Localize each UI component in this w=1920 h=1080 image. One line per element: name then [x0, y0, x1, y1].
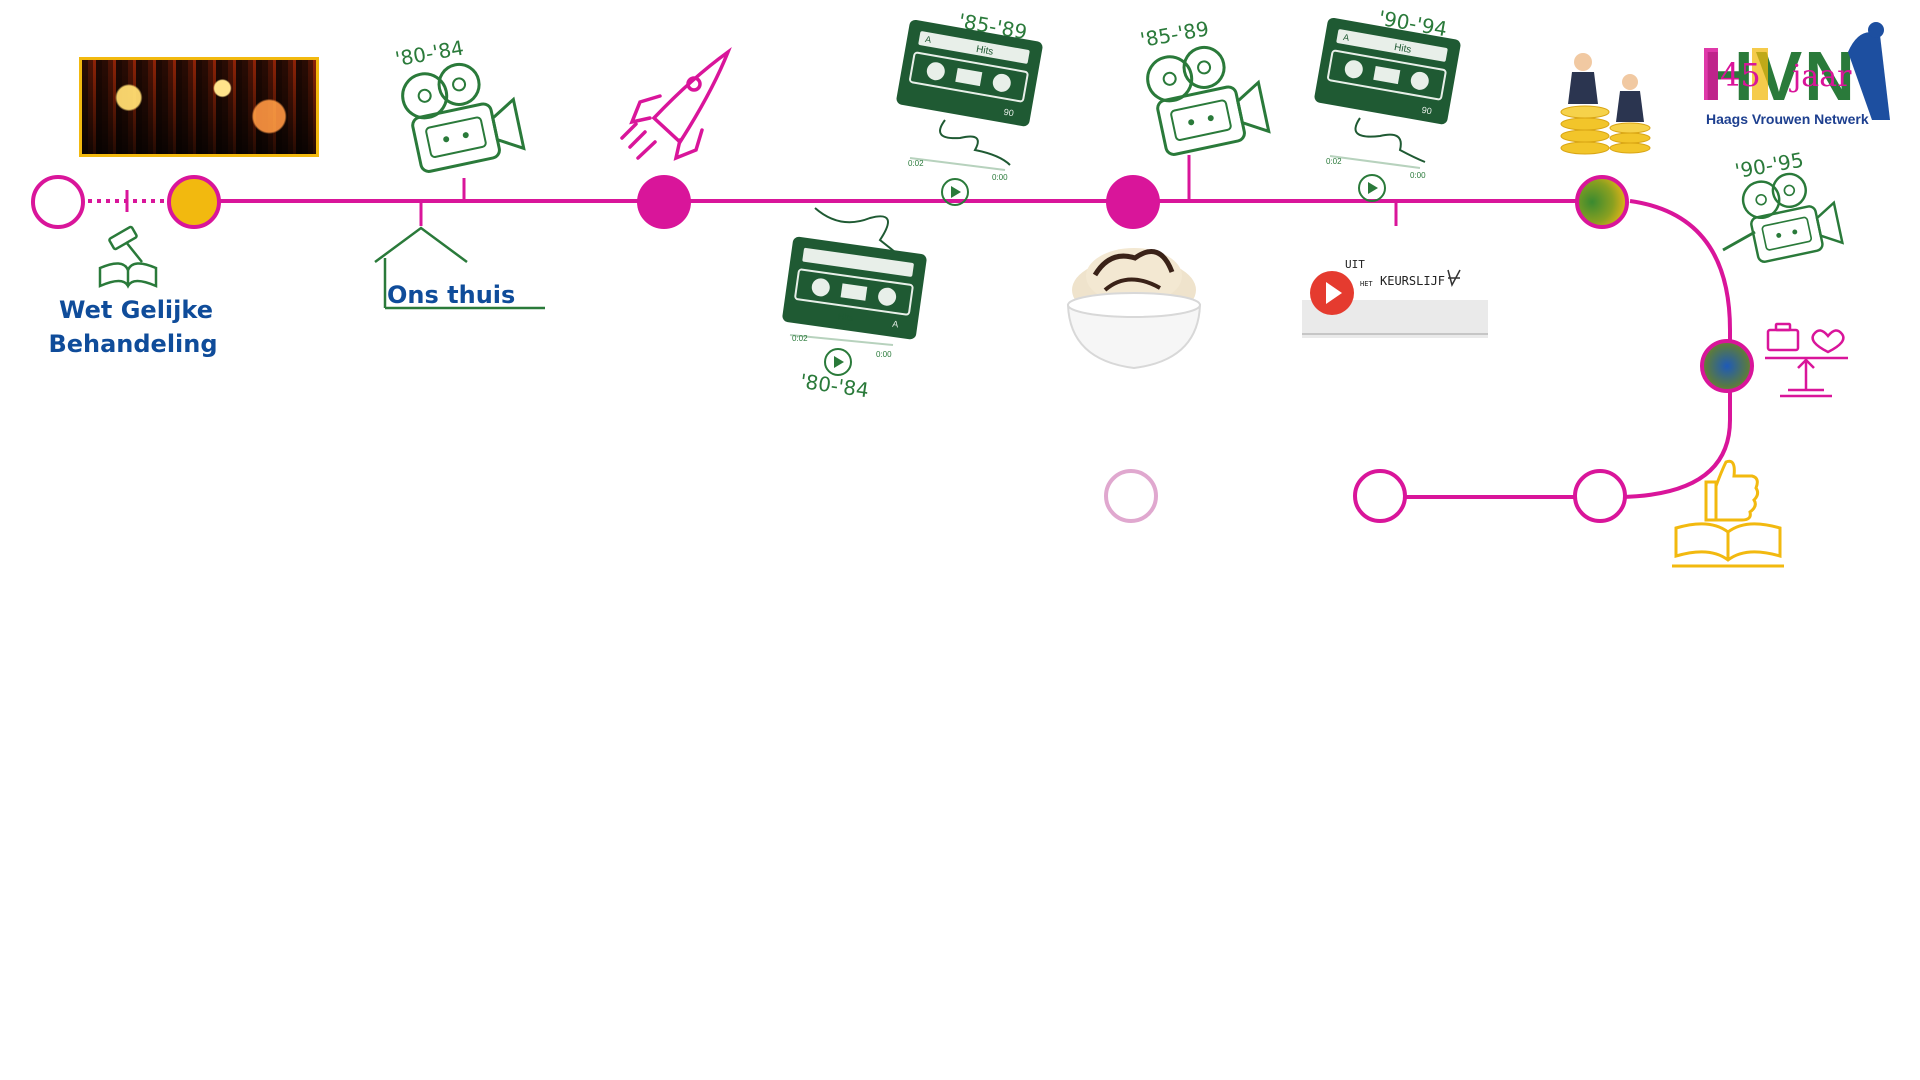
tape-ribbon-1: [939, 119, 1011, 166]
time-end-2: 0:00: [876, 350, 892, 359]
play-control-2-tri: [834, 356, 844, 368]
node-empty-1[interactable]: [1104, 469, 1158, 523]
film-camera-icon-3: [1738, 164, 1845, 265]
logo-jaar: jaar: [1789, 59, 1852, 94]
play-control-1-tri: [951, 186, 961, 198]
svg-text:90: 90: [1003, 107, 1015, 119]
coins-people-icon: [1560, 53, 1651, 155]
hvn-logo: HVN 45 jaar Haags Vrouwen Netwerk: [1703, 22, 1890, 127]
rocket-icon: [620, 47, 732, 161]
node-start-empty[interactable]: [31, 175, 85, 229]
play-control-2[interactable]: [824, 348, 852, 376]
time-start-3: 0:02: [1326, 157, 1342, 166]
video-het: HET: [1360, 280, 1373, 288]
progress-bar-3: [1329, 155, 1421, 169]
label-wet-line2: Behandeling: [48, 330, 217, 358]
play-control-1[interactable]: [941, 178, 969, 206]
node-gold[interactable]: [167, 175, 221, 229]
video-uit: UIT: [1345, 258, 1365, 271]
time-start-1: 0:02: [908, 159, 924, 168]
keurslijf-video[interactable]: UIT HET KEURSLIJF: [1302, 256, 1488, 338]
svg-text:90: 90: [1421, 105, 1433, 117]
node-empty-2[interactable]: [1353, 469, 1407, 523]
era-film3: '90-'95: [1733, 148, 1805, 184]
cassette-icon: A Hits 90: [894, 18, 1045, 129]
tape-ribbon-2: [814, 207, 896, 253]
time-end-1: 0:00: [992, 173, 1008, 182]
time-end-3: 0:00: [1410, 171, 1426, 180]
progress-bar-1: [909, 157, 1006, 171]
ice-cream-icon: [1066, 248, 1202, 370]
svg-text:Hits: Hits: [837, 311, 854, 323]
tape-ribbon-3: [1354, 117, 1426, 163]
tick-film3: [1722, 230, 1756, 252]
era-cassette-below: '80-'84: [799, 369, 871, 402]
svg-text:Hits: Hits: [975, 44, 994, 58]
event-photo[interactable]: [79, 57, 319, 157]
logo-subtitle: Haags Vrouwen Netwerk: [1706, 111, 1869, 127]
film-camera-icon: [396, 52, 526, 176]
cassette-icon-2: A Hits 90: [1312, 16, 1463, 127]
work-life-balance-icon: [1765, 322, 1848, 398]
node-empty-3[interactable]: [1573, 469, 1627, 523]
film-camera-icon-2: [1141, 35, 1271, 159]
svg-text:A: A: [892, 319, 899, 330]
progress-bar-2: [789, 334, 894, 346]
label-ons-thuis: Ons thuis: [387, 281, 515, 309]
svg-text:A: A: [924, 34, 932, 45]
house-icon: [374, 226, 545, 310]
node-gradient-blue[interactable]: [1700, 339, 1754, 393]
cassette-icon-below: A Hits: [780, 235, 929, 342]
logo-years: 45: [1720, 56, 1761, 94]
node-gradient-green[interactable]: [1575, 175, 1629, 229]
play-control-3-tri: [1368, 182, 1378, 194]
time-start-2: 0:02: [792, 334, 808, 343]
gavel-book-icon: [98, 225, 158, 289]
label-wet-line1: Wet Gelijke: [59, 296, 213, 324]
video-keurslijf: KEURSLIJF: [1380, 274, 1445, 288]
thumbs-up-book-icon: [1672, 459, 1784, 568]
node-ice-cream[interactable]: [1106, 175, 1160, 229]
play-control-3[interactable]: [1358, 174, 1386, 202]
node-rocket[interactable]: [637, 175, 691, 229]
svg-text:A: A: [1342, 32, 1350, 43]
logo-letters: HVN: [1703, 37, 1857, 115]
svg-text:Hits: Hits: [1393, 42, 1412, 56]
curve-line: [1619, 199, 1732, 499]
